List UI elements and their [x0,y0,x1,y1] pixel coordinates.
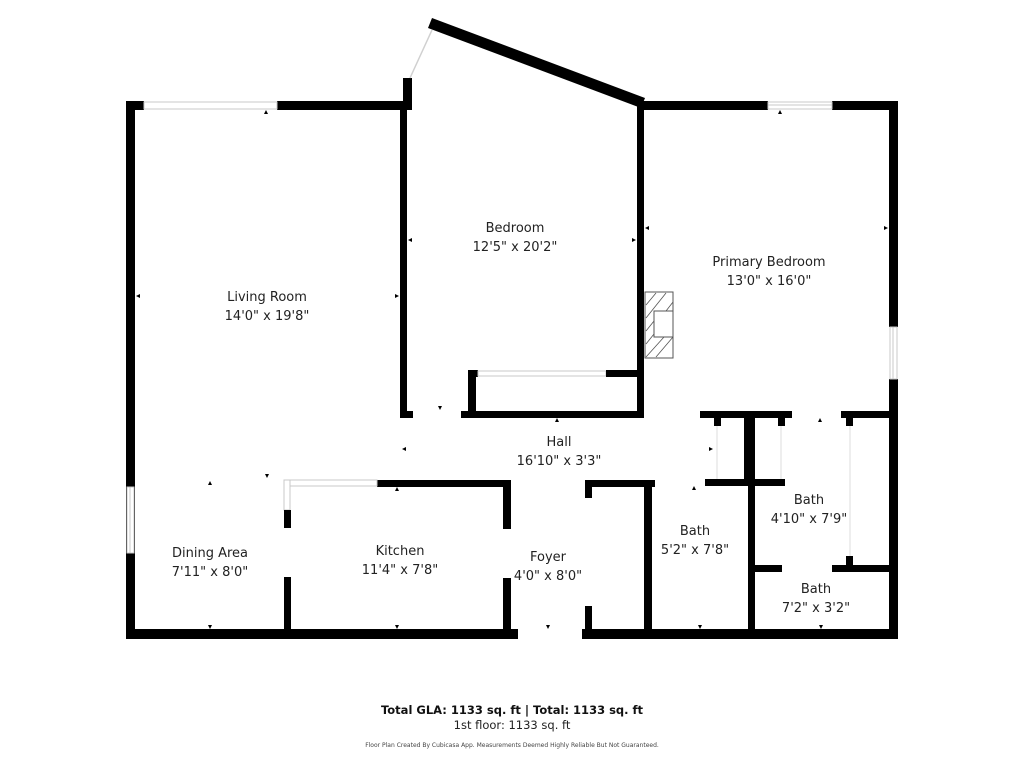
room-name: Bath [800,582,832,597]
room-dimensions: 14'0" x 19'8" [224,309,310,324]
room-dimensions: 4'10" x 7'9" [770,512,848,527]
primary-bedroom-label: Primary Bedroom 13'0" x 16'0" [712,253,825,291]
room-name: Bath [793,493,825,508]
living-room-label: Living Room 14'0" x 19'8" [225,288,310,326]
hall-label: Hall 16'10" x 3'3" [517,433,602,471]
room-dimensions: 11'4" x 7'8" [361,563,439,578]
windows [126,29,898,554]
bath-3-label: Bath 7'2" x 3'2" [782,580,850,618]
room-name: Bath [679,524,711,539]
room-name: Foyer [529,550,566,565]
room-name: Living Room [227,290,307,305]
room-dimensions: 12'5" x 20'2" [472,240,558,255]
total-area: Total GLA: 1133 sq. ft | Total: 1133 sq.… [380,703,644,717]
room-dimensions: 4'0" x 8'0" [513,569,583,584]
kitchen-label: Kitchen 11'4" x 7'8" [362,542,438,580]
bath-2-label: Bath 4'10" x 7'9" [771,491,847,529]
room-name: Dining Area [171,546,249,561]
bedroom-label: Bedroom 12'5" x 20'2" [473,219,558,257]
exterior-walls [126,18,898,639]
room-name: Bedroom [485,221,545,236]
room-name: Kitchen [375,544,425,559]
interior-walls [283,101,898,639]
room-dimensions: 5'2" x 7'8" [660,543,730,558]
room-name: Primary Bedroom [712,255,826,270]
disclaimer: Floor Plan Created By Cubicasa App. Meas… [365,742,659,749]
room-dimensions: 7'11" x 8'0" [171,565,249,580]
foyer-label: Foyer 4'0" x 8'0" [514,548,582,586]
room-dimensions: 16'10" x 3'3" [516,454,602,469]
bath-1-label: Bath 5'2" x 7'8" [661,522,729,560]
dimension-markers [136,110,888,629]
room-dimensions: 7'2" x 3'2" [781,601,851,616]
dining-area-label: Dining Area 7'11" x 8'0" [172,544,248,582]
room-name: Hall [546,435,572,450]
room-dimensions: 13'0" x 16'0" [726,274,812,289]
floor-area: 1st floor: 1133 sq. ft [453,718,571,732]
